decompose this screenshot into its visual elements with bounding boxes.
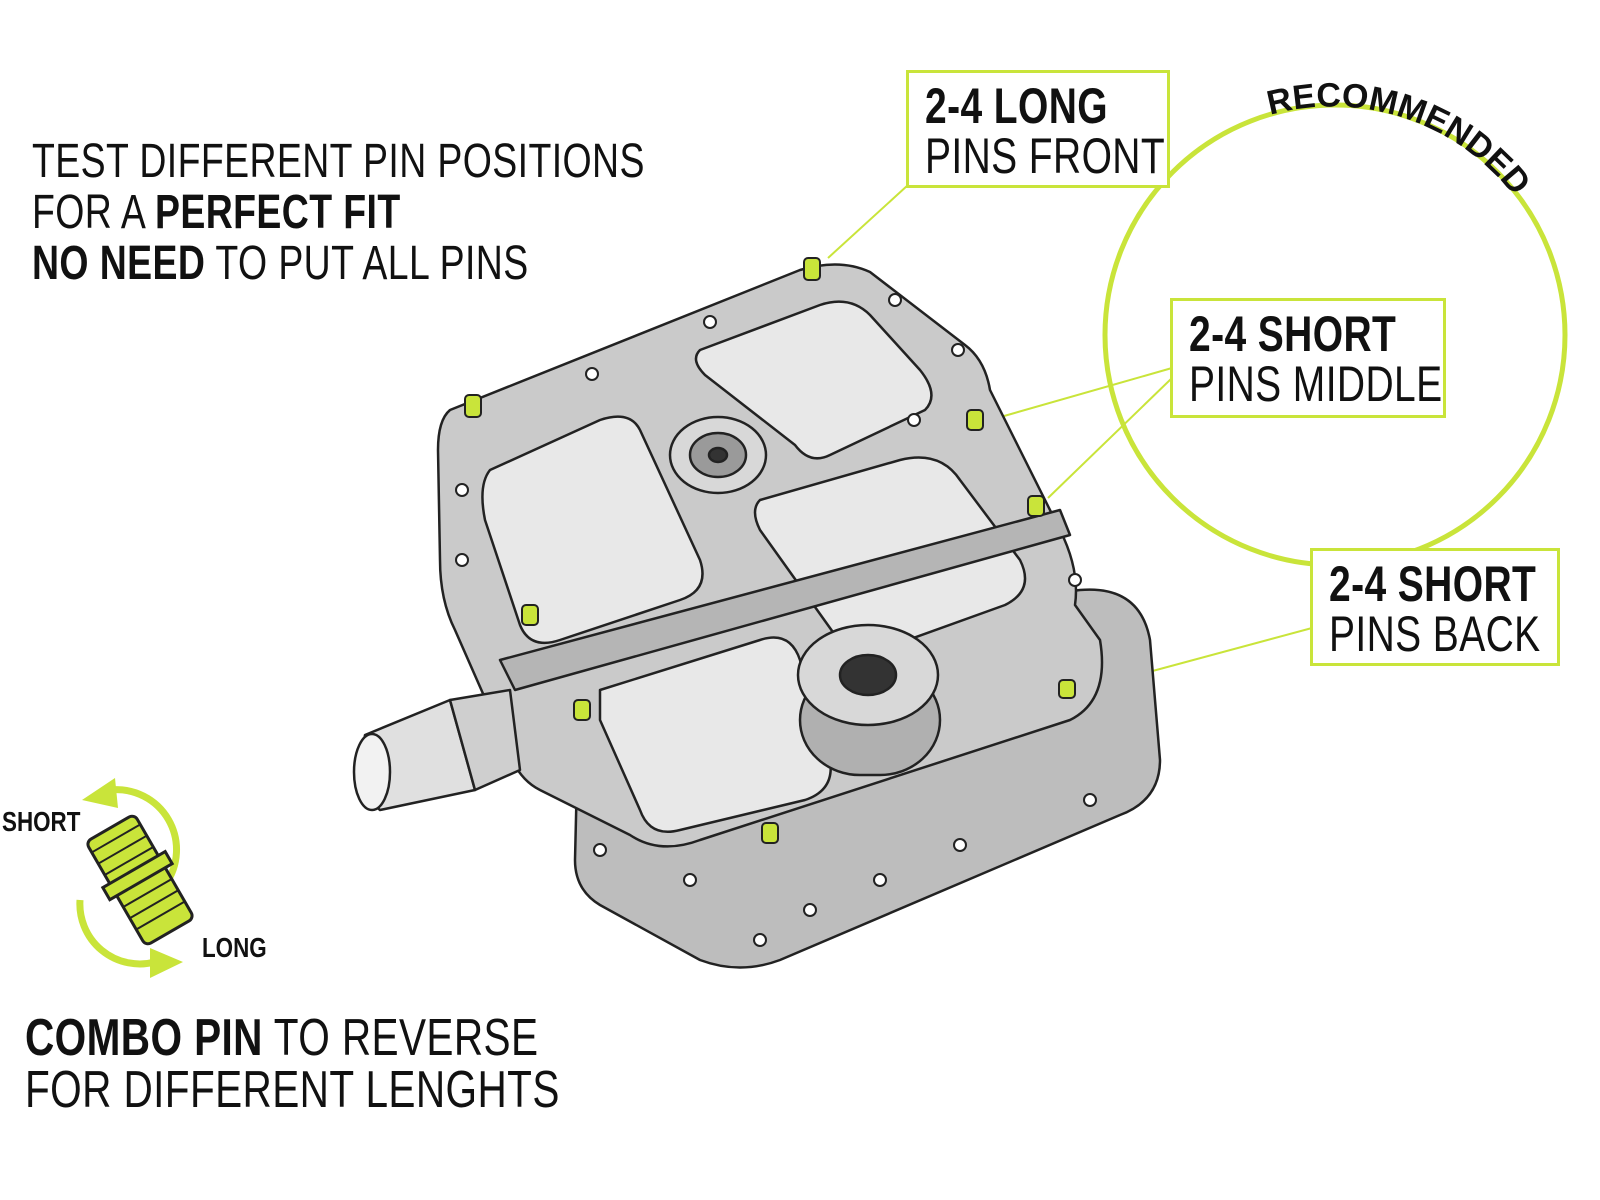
callout-line-2: PINS MIDDLE [1189,356,1443,412]
callout-line-1: 2-4 SHORT [1189,306,1397,362]
intro-line-1: TEST DIFFERENT PIN POSITIONS [32,135,645,188]
callout-line-1: 2-4 LONG [925,78,1108,134]
footer-text: COMBO PIN TO REVERSE FOR DIFFERENT LENGH… [25,1012,560,1116]
long-label: LONG [202,932,267,963]
intro-line-2-prefix: FOR A [32,186,156,239]
callout-line-2: PINS FRONT [925,128,1166,184]
intro-line-3-bold: NO NEED [32,237,206,290]
short-label: SHORT [2,806,81,837]
footer-line-1-bold: COMBO PIN [25,1009,263,1067]
callout-line-1: 2-4 SHORT [1329,556,1537,612]
recommended-label: RECOMMENDED [1263,76,1538,202]
pin-holes [455,293,1097,947]
intro-line-3-rest: TO PUT ALL PINS [205,237,529,290]
combo-pin-icon [76,778,194,978]
pedal-body [352,263,1162,969]
intro-line-2-bold: PERFECT FIT [155,186,401,239]
footer-line-1-rest: TO REVERSE [262,1009,539,1067]
pins [464,257,1076,844]
footer-line-2: FOR DIFFERENT LENGHTS [25,1061,560,1119]
intro-text: TEST DIFFERENT PIN POSITIONS FOR A PERFE… [32,136,645,289]
callout-line-2: PINS BACK [1329,606,1541,662]
